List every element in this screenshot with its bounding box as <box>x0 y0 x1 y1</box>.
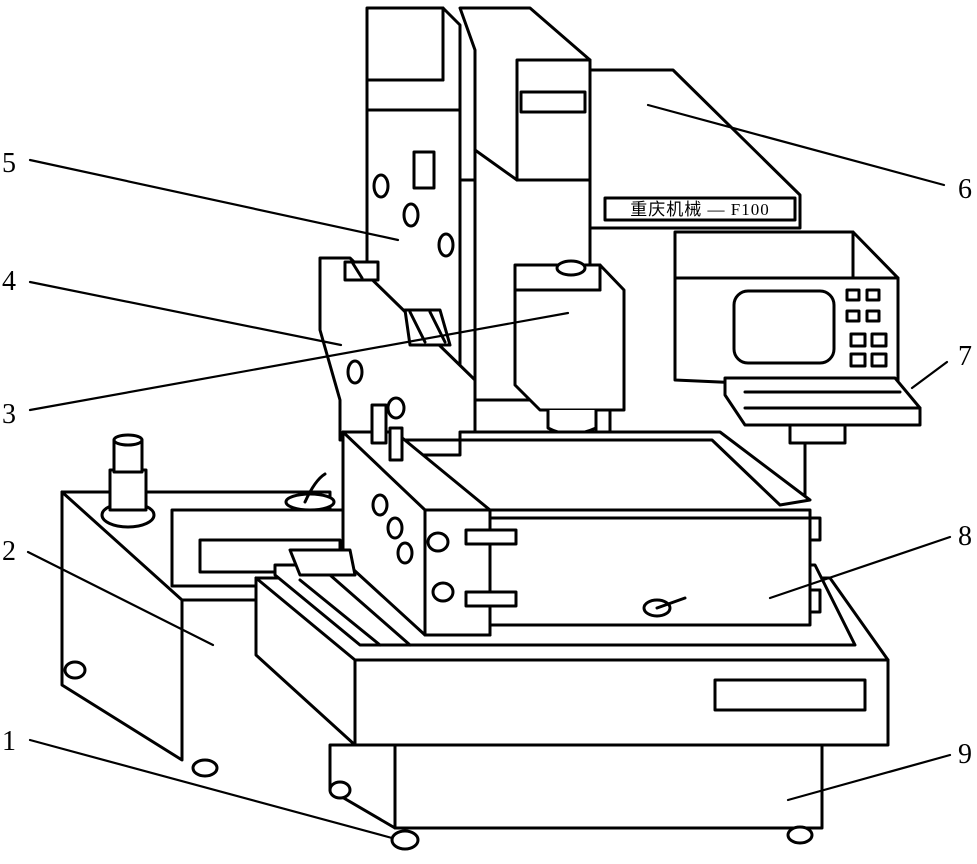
back-cabinet: 重庆机械 — F100 <box>588 68 802 230</box>
servo-head <box>513 259 626 438</box>
leader-5 <box>28 158 400 242</box>
label-6: 6 <box>958 174 972 205</box>
label-4: 4 <box>2 266 16 297</box>
leader-2 <box>26 550 215 647</box>
machine-base <box>328 743 824 851</box>
leader-4 <box>28 280 343 347</box>
label-5: 5 <box>2 148 16 179</box>
label-9: 9 <box>958 739 972 770</box>
label-8: 8 <box>958 521 972 552</box>
label-2: 2 <box>2 536 16 567</box>
wire-frame <box>288 396 822 637</box>
part-labels: 1 2 3 4 5 6 7 8 9 <box>2 148 972 770</box>
control-console <box>673 230 922 502</box>
leader-3 <box>28 311 570 412</box>
water-tank <box>60 433 354 778</box>
leader-6 <box>646 103 946 187</box>
leader-8 <box>768 535 952 600</box>
nameplate-label: 重庆机械 — F100 <box>630 200 769 219</box>
label-3: 3 <box>2 399 16 430</box>
leader-7 <box>910 360 949 390</box>
leader-1 <box>28 738 394 840</box>
leader-9 <box>786 753 952 802</box>
label-7: 7 <box>958 341 972 372</box>
label-1: 1 <box>2 726 16 757</box>
leader-lines <box>26 103 952 840</box>
